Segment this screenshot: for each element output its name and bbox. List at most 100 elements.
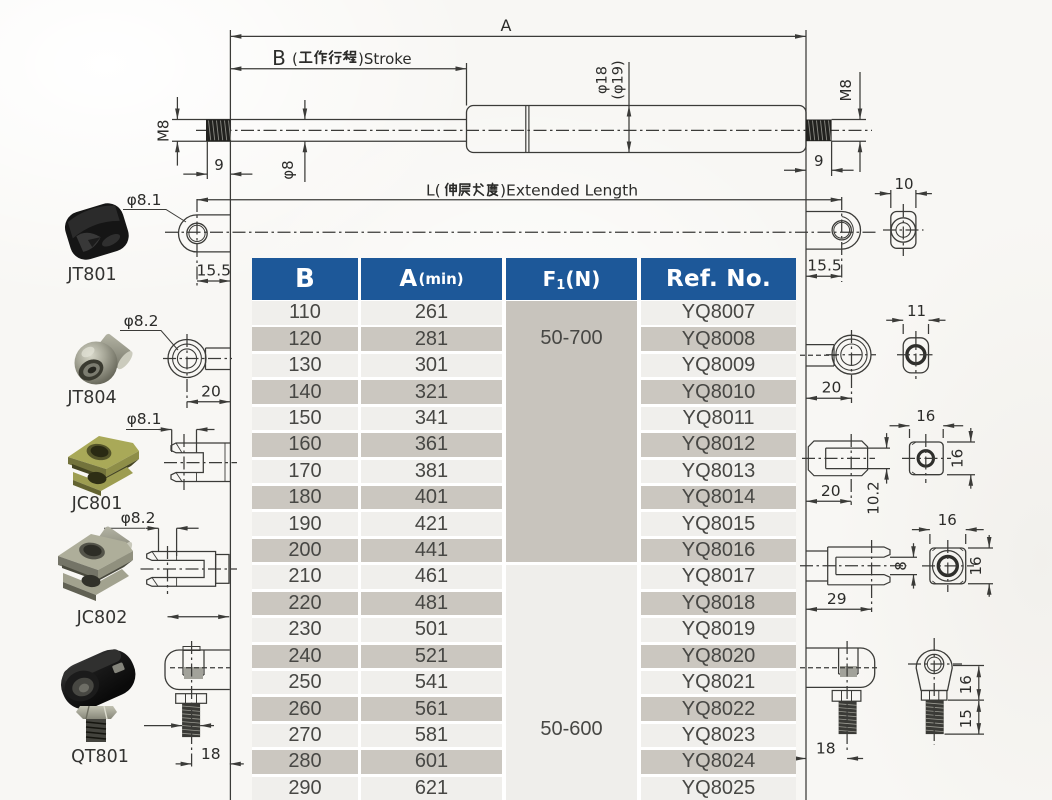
dim-label-phi19: (φ19) <box>611 60 627 99</box>
dim-label-9-right: 9 <box>814 152 824 170</box>
cell-b: 250 <box>252 670 358 695</box>
cell-b: 240 <box>252 644 358 668</box>
table-header-a: A(min) <box>361 258 502 300</box>
header-label-b: B <box>294 263 316 294</box>
header-label-ref: Ref. No. <box>666 265 771 292</box>
dim-label-18-right: 18 <box>816 740 836 758</box>
cell-b: 280 <box>252 750 358 774</box>
cell-a: 461 <box>361 565 502 589</box>
cell-ref: YQ8021 <box>641 670 796 695</box>
cell-ref: YQ8025 <box>641 776 796 800</box>
dim-label-phi82-jc802: φ8.2 <box>121 509 156 527</box>
dim-label-18-left: 18 <box>201 745 221 763</box>
cell-b: 130 <box>252 353 358 378</box>
f1-group-1: 50-700 <box>506 301 637 563</box>
dim-label-16w-jc801: 16 <box>916 407 935 425</box>
f1-value-1: 50-700 <box>540 327 603 350</box>
photo-jt804 <box>74 333 133 385</box>
cell-b: 190 <box>252 512 358 536</box>
dim-label-9-left: 9 <box>214 156 224 174</box>
cell-ref: YQ8014 <box>641 485 796 510</box>
cell-a: 421 <box>361 512 502 536</box>
cell-b: 290 <box>252 776 358 800</box>
cell-ref: YQ8013 <box>641 459 796 483</box>
cell-a: 281 <box>361 327 502 351</box>
fitting-photos <box>58 203 139 742</box>
fitting-label-jt801: JT801 <box>66 265 116 285</box>
header-label-f-rest: (N) <box>565 266 601 291</box>
dim-label-11: 11 <box>907 302 926 320</box>
cell-a: 621 <box>361 776 502 800</box>
dim-label-l-cjk: 伸展长度 <box>444 182 499 197</box>
cell-b: 160 <box>252 433 358 457</box>
cell-ref: YQ8024 <box>641 750 796 774</box>
cell-b: 150 <box>252 406 358 431</box>
cell-ref: YQ8007 <box>641 301 796 325</box>
dim-label-102: 10.2 <box>864 481 882 514</box>
cell-b: 270 <box>252 723 358 748</box>
cell-b: 170 <box>252 459 358 483</box>
dim-label-l-prefix: L( <box>426 182 441 200</box>
f1-value-2: 50-600 <box>540 718 603 741</box>
cell-ref: YQ8022 <box>641 697 796 721</box>
cell-ref: YQ8008 <box>641 327 796 351</box>
dim-label-16h-jc801: 16 <box>949 449 967 468</box>
dim-label-20-jc801: 20 <box>821 482 841 500</box>
dim-label-m8-right: M8 <box>837 79 855 102</box>
cell-a: 361 <box>361 433 502 457</box>
fitting-label-jc802: JC802 <box>76 608 128 628</box>
cell-b: 140 <box>252 380 358 404</box>
cell-b: 260 <box>252 697 358 721</box>
cell-a: 401 <box>361 485 502 510</box>
cell-ref: YQ8016 <box>641 538 796 563</box>
photo-jc801 <box>68 436 139 496</box>
cell-a: 481 <box>361 591 502 616</box>
cell-b: 220 <box>252 591 358 616</box>
photo-qt801 <box>60 649 136 742</box>
cell-b: 200 <box>252 538 358 563</box>
fitting-label-jc801: JC801 <box>71 494 123 514</box>
header-label-f-sub: 1 <box>556 277 566 293</box>
photo-jt801 <box>64 203 129 260</box>
dim-label-16w-jc802: 16 <box>938 511 957 529</box>
dim-label-29: 29 <box>827 590 847 608</box>
dim-label-phi81-jt801: φ8.1 <box>127 191 162 209</box>
dim-label-b-cjk: 工作行程 <box>298 50 357 65</box>
dim-label-20-jt804-side: 20 <box>822 379 842 397</box>
cell-ref: YQ8011 <box>641 406 796 431</box>
table-header-b: B <box>252 258 358 300</box>
cell-ref: YQ8020 <box>641 644 796 668</box>
cell-b: 230 <box>252 618 358 642</box>
dim-label-8: 8 <box>892 561 910 571</box>
dim-label-phi8: φ8 <box>279 160 297 179</box>
cell-b: 180 <box>252 485 358 510</box>
cell-a: 561 <box>361 697 502 721</box>
cell-a: 301 <box>361 353 502 378</box>
cell-ref: YQ8012 <box>641 433 796 457</box>
cell-a: 441 <box>361 538 502 563</box>
dim-label-phi81-jc801: φ8.1 <box>127 410 162 428</box>
cell-a: 381 <box>361 459 502 483</box>
dim-label-155-right: 15.5 <box>807 257 842 275</box>
photo-jc802 <box>58 526 133 601</box>
